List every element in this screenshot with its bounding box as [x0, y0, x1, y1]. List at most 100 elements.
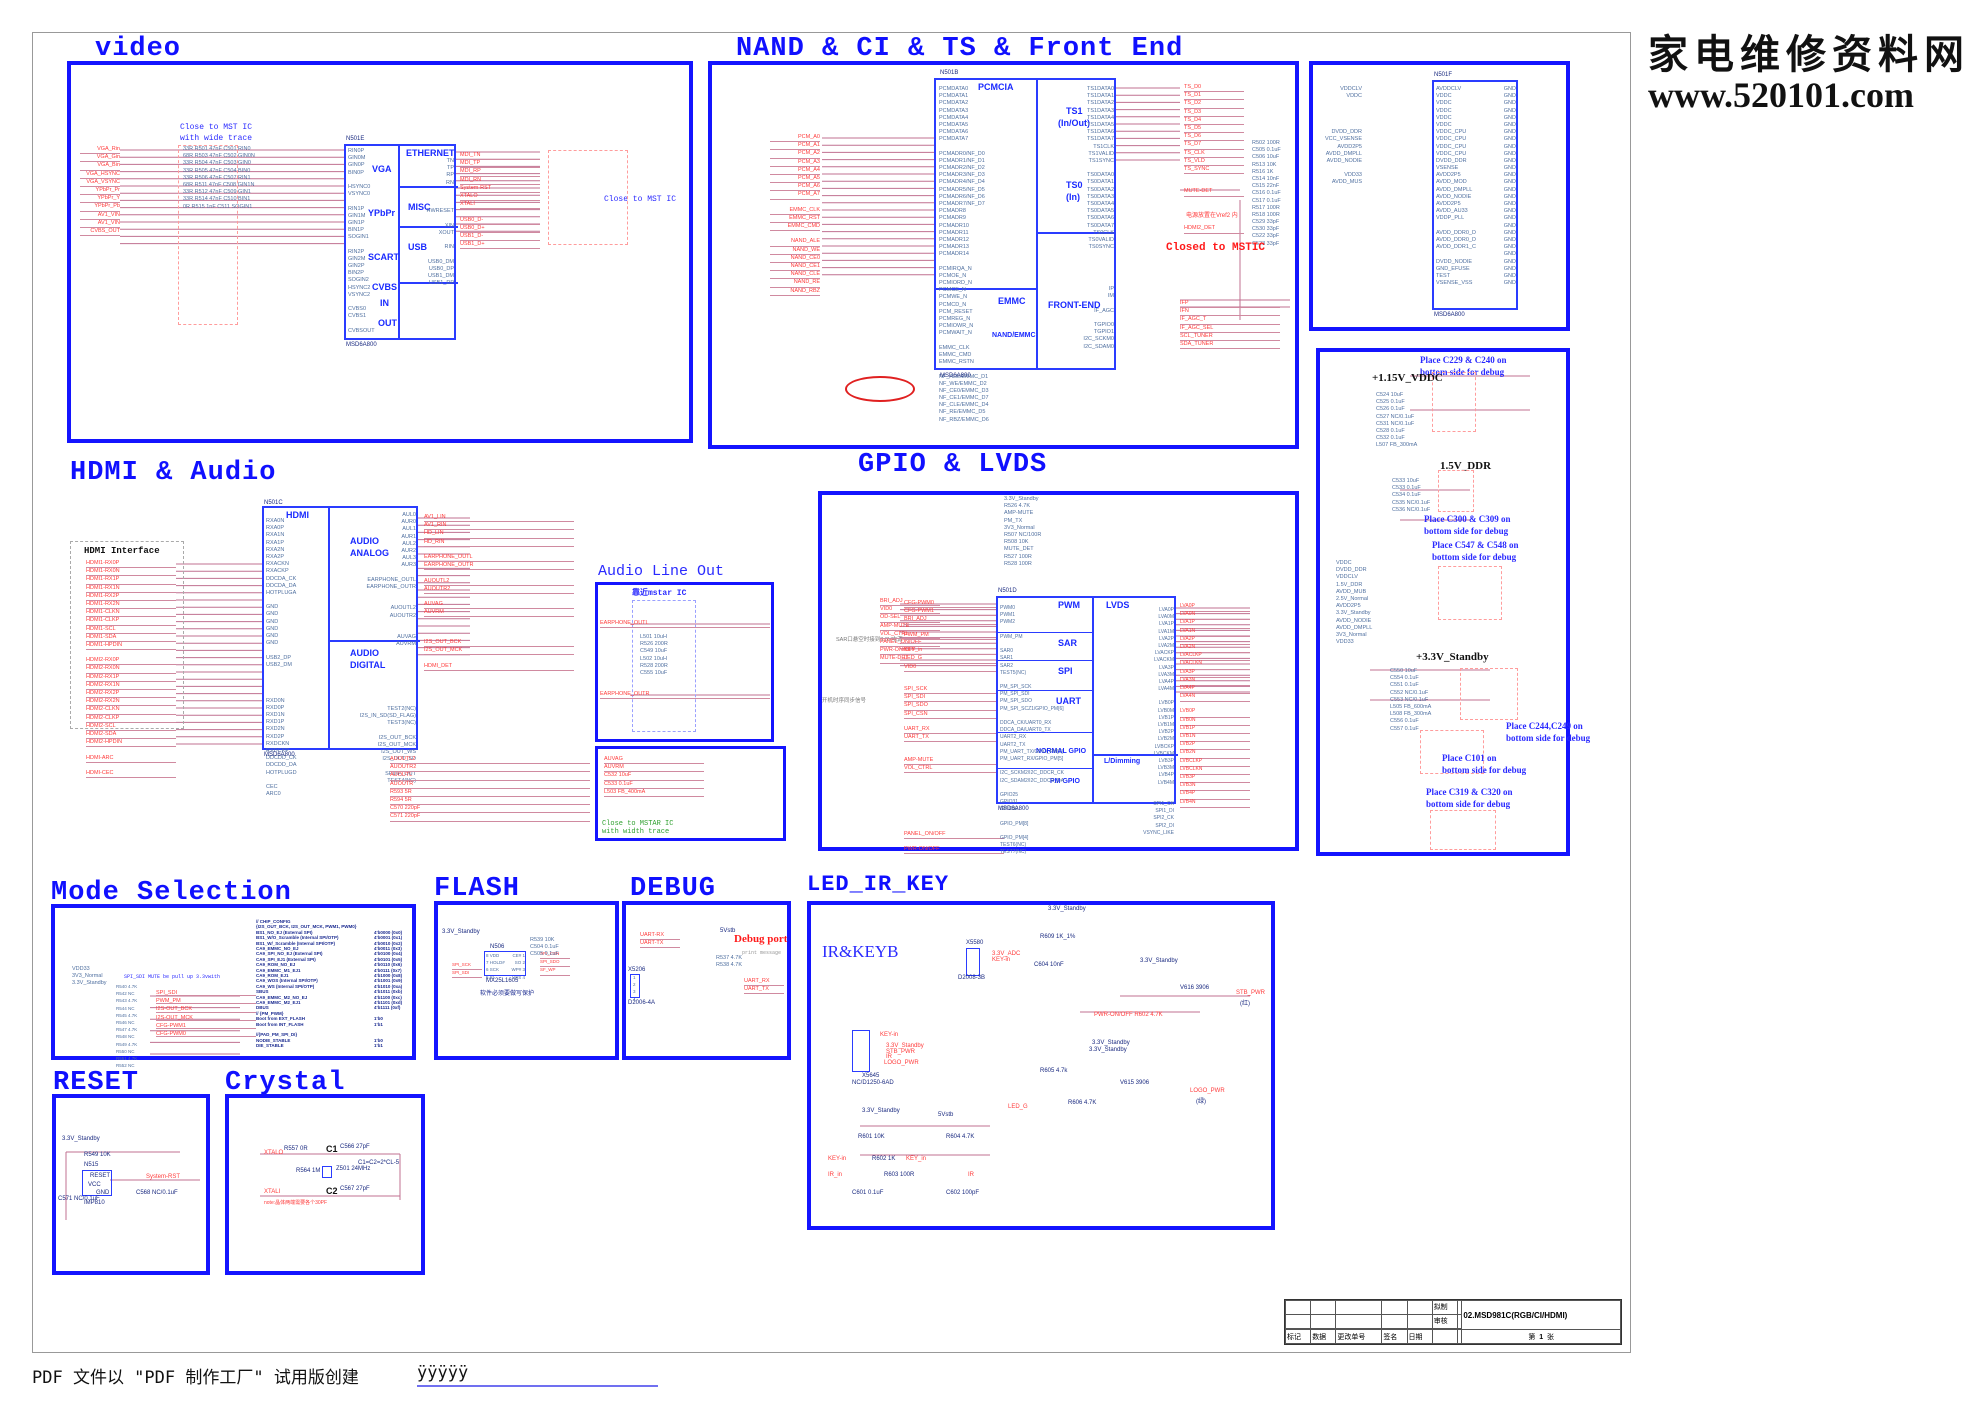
list-item: GND — [1503, 172, 1516, 179]
list-item: RXACKP — [266, 568, 289, 575]
list-item — [1094, 788, 1174, 795]
list-item: TS1CLK — [1093, 143, 1114, 150]
list-item: USB0_D- — [460, 217, 540, 225]
schematic-label: 3.3V_Standby — [62, 1136, 100, 1142]
list-item: C532 10uF — [604, 772, 704, 781]
list-item — [1318, 108, 1362, 115]
list-item: GND — [1503, 251, 1516, 258]
block-sar: SAR — [1058, 638, 1078, 648]
list-item — [904, 823, 1004, 830]
list-item: 0R R515 1nF C511 SOGIN1 — [183, 203, 253, 210]
list-item: 1.5V_DDR — [1336, 581, 1363, 588]
list-item: PCMADR13 — [939, 244, 969, 251]
list-item: XTALO — [460, 193, 540, 202]
list-item: R517 100R — [1252, 204, 1280, 211]
list-item — [1038, 315, 1114, 322]
list-item — [402, 201, 454, 208]
config-value: 4'b0001 (0x1) — [374, 935, 403, 941]
list-item: IFN — [1180, 308, 1280, 317]
list-item: PCMCE_N — [939, 287, 966, 294]
list-item: CEC — [266, 783, 278, 790]
list-item: MDI_RN — [460, 177, 540, 185]
block-audio-digital-1: AUDIO — [350, 648, 379, 658]
list-item: LVA4P — [1180, 685, 1250, 695]
list-item: DVDD_NODIE — [1436, 258, 1473, 265]
list-item — [939, 144, 989, 151]
schematic-label: R557 0R — [284, 1146, 308, 1152]
list-item: AVDD2P5 — [1336, 603, 1361, 610]
list-item: SPDIF_OUT — [385, 770, 416, 777]
footer-link-text[interactable]: ÿÿÿÿÿ — [417, 1363, 469, 1383]
list-item: DDCA_DA/UART0_TX — [1000, 727, 1051, 734]
list-item: GPIO31 — [1000, 799, 1019, 806]
list-item: PWM_PM — [904, 632, 1004, 640]
schematic-label: PWR-ON/OFF R602 4.7K — [1094, 1012, 1163, 1018]
tb-doc-name: 02.MSD981C(RGB/CI/HDMI) — [1461, 1299, 1621, 1331]
list-item: C533 10uF — [1392, 478, 1420, 484]
list-item: R502 100R — [1252, 140, 1280, 146]
config-option: CA9_SPI_NO_EJ (External SPI) — [256, 951, 323, 957]
list-item: IF_AGC_SEL — [1180, 325, 1280, 333]
list-item: PCMIORD_N — [939, 280, 973, 287]
block-ts0-in: (In) — [1066, 192, 1080, 202]
list-item: GND — [266, 604, 279, 611]
list-item: PCMDATA6 — [939, 129, 969, 136]
config-value: 1'b0 — [374, 1037, 383, 1043]
schematic-frame — [32, 32, 1631, 1353]
list-item: R513 10K — [1252, 161, 1277, 168]
list-item: L508 FB_300mA — [1390, 711, 1432, 718]
list-item — [330, 598, 416, 605]
crystal-note: note:晶体两端需要各个30PF — [264, 1200, 328, 1206]
list-item — [904, 625, 1004, 632]
list-item: GND — [1503, 157, 1516, 164]
list-item: NF_RE/EMMC_D5 — [939, 409, 986, 416]
list-item: R539 10K — [530, 937, 555, 943]
list-item: EMMC_CMD — [939, 351, 972, 358]
section-power-decoupling — [1316, 348, 1570, 856]
list-item — [1184, 181, 1244, 188]
list-item: HDMI1-RX2P — [86, 593, 176, 601]
list-item — [348, 241, 375, 248]
list-item: I2C_SCKM2/I2C_DDCR_CK — [1000, 770, 1064, 777]
list-item — [86, 763, 176, 770]
list-item: PCMIOWR_N — [939, 323, 974, 330]
list-item — [904, 802, 1004, 809]
section-nand — [708, 61, 1299, 449]
schematic-label: NC/D1250-6AD — [852, 1080, 894, 1086]
list-item: C504 0.1uF — [530, 944, 559, 951]
list-item: KEY_in — [904, 647, 1004, 656]
list-item: SPI_SDO — [904, 702, 1004, 711]
list-item: VOL_CTRL — [880, 631, 940, 639]
list-item: EMMC_RSTN — [939, 359, 974, 366]
config-option: BS1_W/O_Scramble (Internal SPI/OTP) — [256, 935, 339, 941]
block-ypbpr: YPbPr — [368, 208, 396, 218]
list-item: GND — [266, 640, 279, 647]
list-item: VDDCLV — [1340, 86, 1362, 92]
list-item: PCMDATA2 — [939, 100, 969, 107]
list-item: C551 0.1uF — [1390, 682, 1419, 689]
list-item: EARPHONE_OUTL — [367, 576, 416, 583]
section-title-video: video — [95, 34, 182, 64]
list-item — [904, 750, 1004, 757]
list-item: I2S-OUT_MCK — [156, 1013, 256, 1021]
list-item: L502 10uH — [640, 655, 667, 662]
list-item: GIN1P — [348, 219, 365, 226]
list-item: R594 5R — [390, 797, 590, 806]
list-item: TS0DATA4 — [1087, 201, 1114, 207]
list-item: PCMADR0/NF_D0 — [939, 150, 985, 157]
pdf-footer-link[interactable]: ÿÿÿÿÿ — [417, 1363, 658, 1387]
list-item: C506 10uF — [1252, 154, 1280, 161]
list-item: TS1DATA3 — [1087, 107, 1114, 114]
gpio-sar-note: SAR口悬空时接到3.3V电源 — [836, 637, 903, 643]
list-item: PM_SPI_SCZ1/GPIO_PM[6] — [1000, 705, 1064, 712]
config-option: CA9_WOS (Internal SPI/OTP) — [256, 978, 318, 984]
list-item: PCMWAIT_N — [939, 330, 972, 337]
list-item — [348, 177, 375, 184]
list-item: LVA1N — [1180, 628, 1250, 637]
config-option: {I2S_OUT_BCK, I2S_OUT_MCK, PWM1, PWM0} — [256, 924, 357, 930]
list-item: VCC_VSENSE — [1325, 136, 1362, 143]
